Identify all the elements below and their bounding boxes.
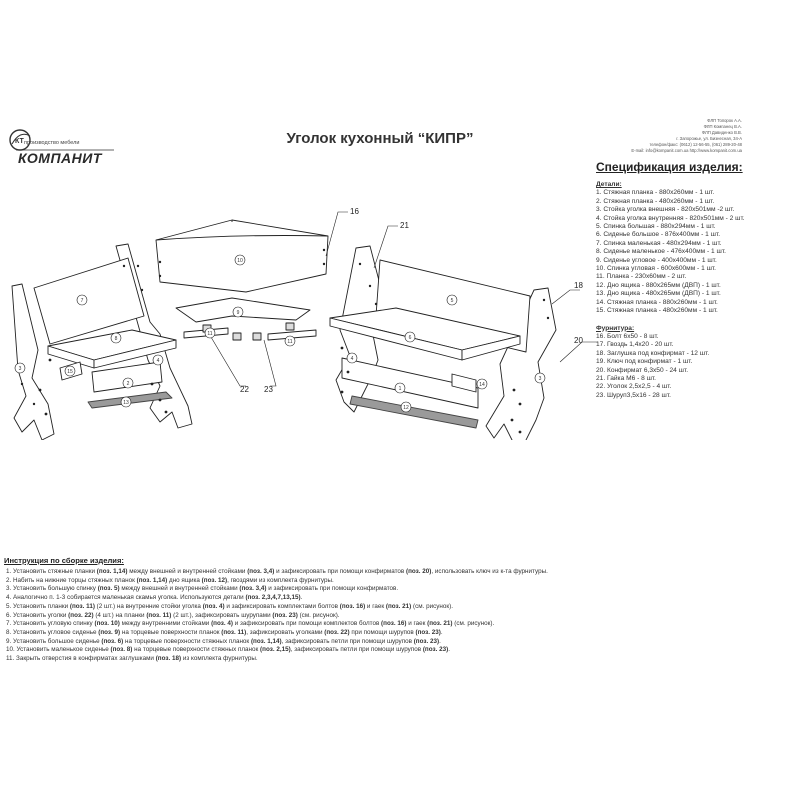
hardware-item: 19. Ключ под конфирмат - 1 шт. (596, 358, 693, 366)
left-outer-stand (11, 283, 55, 440)
detail-item: 1. Стяжная планка - 880х260мм - 1 шт. (596, 189, 715, 197)
bracket (232, 332, 242, 341)
detail-item: 8. Сиденье маленькое - 476х400мм - 1 шт. (596, 248, 726, 256)
detail-item: 2. Стяжная планка - 480х260мм - 1 шт. (596, 197, 715, 205)
instruction-step: 5. Установить планки (поз. 11) (2 шт.) н… (6, 602, 454, 610)
detail-item: 7. Спинка маленькая - 480х294мм - 1 шт. (596, 239, 722, 247)
contact-line: телефон/факс: (0612) 12-56-55, (061) 289… (649, 142, 742, 147)
contact-line: ФЛП Топорок А.А. (707, 118, 742, 123)
part-number: 4 (157, 358, 160, 364)
part-number: 3 (539, 376, 542, 382)
detail-item: 10. Спинка угловая - 600х600мм - 1 шт. (596, 265, 716, 273)
big-drawer (341, 357, 479, 409)
detail-item: 9. Сиденье угловое - 400х400мм - 1 шт. (596, 256, 717, 264)
part-number: 13 (123, 400, 129, 406)
company-logo: КТ (9, 129, 114, 151)
part-number: 2 (127, 381, 130, 387)
instruction-step: 4. Аналогично п. 1-3 собирается маленька… (6, 594, 303, 602)
contact-line: E-mail: info@kompanit.com.ua http://www.… (631, 148, 742, 153)
part-number: 5 (451, 298, 454, 304)
part-number: 7 (81, 298, 84, 304)
callout-18: 18 (574, 281, 583, 290)
hardware-item: 18. Заглушка под конфирмат - 12 шт. (596, 349, 710, 357)
big-rail (451, 373, 477, 393)
instruction-step: 9. Установить большое сиденье (поз. 6) н… (6, 637, 441, 645)
instructions-title: Инструкция по сборке изделия: (4, 556, 124, 565)
corner-seat (175, 297, 311, 323)
logo-monogram: КТ (15, 138, 24, 145)
callout-23: 23 (264, 385, 273, 394)
assembly-drawing: 10 9 7 8 2 13 15 5 6 1 12 14 11 11 3 4 4… (11, 207, 598, 440)
hardware-header: Фурнитура: (596, 324, 635, 332)
instruction-step: 10. Установить маленькое сиденье (поз. 8… (6, 646, 450, 654)
logo-company-name: КОМПАНИТ (18, 150, 102, 166)
contact-line: ФЛП Компанец В.А. (703, 124, 742, 129)
instruction-step: 1. Установить стяжные планки (поз. 1,14)… (6, 568, 548, 575)
hardware-item: 16. Болт 6х50 - 8 шт. (596, 332, 659, 340)
detail-item: 6. Сиденье большое - 876х400мм - 1 шт. (596, 231, 721, 239)
instruction-step: 11. Закрыть отверстия в конфирматах загл… (6, 655, 258, 663)
callout-21: 21 (400, 221, 409, 230)
contact-line: ФЛП Давиденко В.В. (701, 130, 742, 135)
right-outer-stand (485, 287, 557, 440)
details-header: Детали: (596, 181, 622, 188)
part-number: 10 (237, 258, 243, 264)
contact-line: г. Запорожье, ул. Бизнесная, 34-А (676, 136, 742, 141)
spec-title: Спецификация изделия: (596, 160, 743, 174)
detail-item: 3. Стойка уголка внешняя - 820х501мм -2 … (596, 206, 735, 214)
detail-item: 15. Стяжная планка - 480х260мм - 1 шт. (596, 307, 718, 315)
instruction-step: 8. Установить угловое сиденье (поз. 9) н… (6, 628, 443, 636)
instruction-step: 7. Установить угловую спинку (поз. 10) м… (6, 620, 495, 628)
instruction-step: 3. Установить большую спинку (поз. 5) ме… (6, 585, 399, 593)
part-number: 11 (287, 339, 292, 345)
part-number: 3 (19, 366, 22, 372)
part-number: 11 (207, 331, 212, 337)
bracket (285, 322, 295, 331)
hardware-item: 23. Шуруп3,5х16 - 28 шт. (596, 391, 671, 399)
part-number: 9 (237, 310, 240, 316)
detail-item: 12. Дно ящика - 880х265мм (ДВП) - 1 шт. (596, 281, 721, 289)
part-number: 8 (115, 336, 118, 342)
big-drawer-bottom (349, 395, 479, 429)
page-title: Уголок кухонный “КИПР” (286, 130, 474, 147)
part-number: 15 (67, 369, 73, 375)
instructions-list: 1. Установить стяжные планки (поз. 1,14)… (6, 568, 786, 664)
detail-item: 11. Планка - 230х60мм - 2 шт. (596, 273, 687, 281)
instruction-step: 6. Установить уголки (поз. 22) (4 шт.) н… (6, 611, 340, 619)
detail-item: 5. Спинка большая - 880х294мм - 1 шт. (596, 223, 716, 231)
hardware-item: 21. Гайка М6 - 8 шт. (596, 374, 657, 382)
bracket (252, 332, 262, 341)
contact-block: ФЛП Топорок А.А. ФЛП Компанец В.А. ФЛП Д… (542, 118, 742, 154)
callout-22: 22 (240, 385, 249, 394)
small-back (33, 257, 145, 345)
detail-item: 4. Стойка уголка внутренняя - 820х501мм … (596, 214, 745, 222)
part-number: 4 (351, 356, 354, 362)
callout-16: 16 (350, 207, 359, 216)
detail-item: 14. Стяжная планка - 880х260мм - 1 шт. (596, 298, 718, 306)
small-seat-side (93, 339, 177, 369)
instruction-step: 2. Набить на нижние торцы стяжных планок… (6, 576, 334, 584)
callout-20: 20 (574, 336, 583, 345)
hardware-item: 20. Конфирмат 6,3х50 - 24 шт. (596, 366, 689, 374)
logo-tagline: производство мебели (24, 140, 80, 146)
hardware-item: 22. Уголок 2,5х2,5 - 4 шт. (596, 383, 672, 391)
hardware-item: 17. Гвоздь 1,4х20 - 20 шт. (596, 341, 674, 349)
part-number: 6 (409, 335, 412, 341)
big-back (375, 259, 531, 353)
part-number: 12 (403, 405, 409, 411)
big-seat-side (461, 335, 521, 361)
detail-item: 13. Дно ящика - 480х265мм (ДВП) - 1 шт. (596, 290, 721, 298)
part-number: 14 (479, 382, 485, 388)
part-number: 1 (399, 386, 402, 392)
small-drawer (91, 361, 163, 393)
spec-list: Детали: 1. Стяжная планка - 880х260мм - … (596, 181, 796, 400)
plank-right (267, 329, 317, 341)
